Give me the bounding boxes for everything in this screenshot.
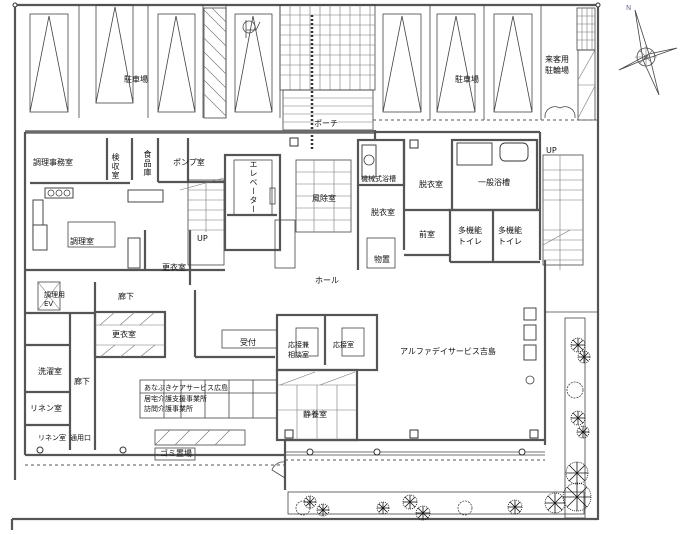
label-hall: ホール — [315, 276, 339, 285]
label-rest-room: 静養室 — [303, 410, 327, 419]
label-bicycle-parking-2: 駐輪場 — [545, 66, 569, 75]
label-inspection: 検収室 — [111, 153, 120, 180]
label-service-entrance: 通用口 — [70, 434, 91, 442]
trees — [295, 337, 592, 521]
label-kitchen: 調理室 — [70, 237, 94, 246]
label-changing-room-1: 脱衣室 — [419, 180, 443, 189]
label-anteroom: 前室 — [419, 230, 435, 239]
compass-north-label: N — [626, 4, 632, 12]
label-reception-room: 応接室 — [333, 341, 354, 349]
label-reception: 受付 — [240, 338, 256, 347]
label-stairs-up: UP — [197, 234, 208, 243]
label-bicycle-parking-1: 来客用 — [545, 55, 569, 64]
label-mechanical-bath: 機械式浴槽 — [361, 175, 396, 183]
label-garbage: ゴミ置場 — [160, 449, 192, 458]
label-cleaning-room: 風除室 — [312, 194, 336, 203]
label-office-2: 居宅介護支援事業所 — [144, 395, 207, 403]
label-storage: 物置 — [374, 255, 390, 264]
label-stairs-up-east: UP — [546, 146, 557, 155]
label-accessible-toilet-2-l2: トイレ — [498, 237, 522, 246]
label-corridor-1: 廊下 — [118, 292, 134, 301]
label-day-service: アルファデイサービス吉島 — [400, 347, 496, 356]
label-elevator: エレベーター — [249, 160, 258, 214]
label-kitchen-ev-1: 調理用 — [44, 291, 65, 299]
label-linen-1: リネン室 — [30, 404, 62, 413]
parking-stalls-west — [29, 4, 281, 119]
label-office-3: 訪問介護事業所 — [144, 405, 193, 413]
label-locker-1: 更衣室 — [162, 263, 186, 272]
label-laundry: 洗濯室 — [38, 367, 62, 376]
label-accessible-toilet-1-l1: 多機能 — [458, 226, 482, 235]
label-accessible-toilet-1-l2: トイレ — [458, 237, 482, 246]
label-changing-room-2: 脱衣室 — [371, 208, 395, 217]
label-porch: ポーチ — [314, 119, 338, 129]
label-accessible-toilet-2-l1: 多機能 — [498, 226, 522, 235]
label-kitchen-office: 調理事務室 — [33, 158, 73, 167]
compass-icon — [618, 9, 678, 96]
label-office-1: あなぶきケアサービス広島 — [144, 384, 228, 392]
label-pump-room: ポンプ室 — [173, 158, 205, 167]
label-parking-east: 駐車場 — [455, 75, 479, 84]
label-kitchen-ev-2: EV — [44, 300, 54, 308]
label-linen-2: リネン室 — [38, 434, 66, 442]
parking-stalls-east — [373, 5, 598, 121]
label-consult-2: 相談室 — [288, 351, 309, 359]
interior-walls — [25, 137, 584, 450]
label-consult-1: 応接兼 — [288, 341, 309, 349]
label-corridor-2: 廊下 — [74, 377, 90, 386]
label-general-bath: 一般浴槽 — [478, 178, 510, 187]
label-parking-west: 駐車場 — [124, 75, 148, 84]
label-locker-2: 更衣室 — [112, 330, 136, 339]
label-pantry: 食品庫 — [143, 150, 152, 177]
south-exterior — [25, 311, 598, 519]
